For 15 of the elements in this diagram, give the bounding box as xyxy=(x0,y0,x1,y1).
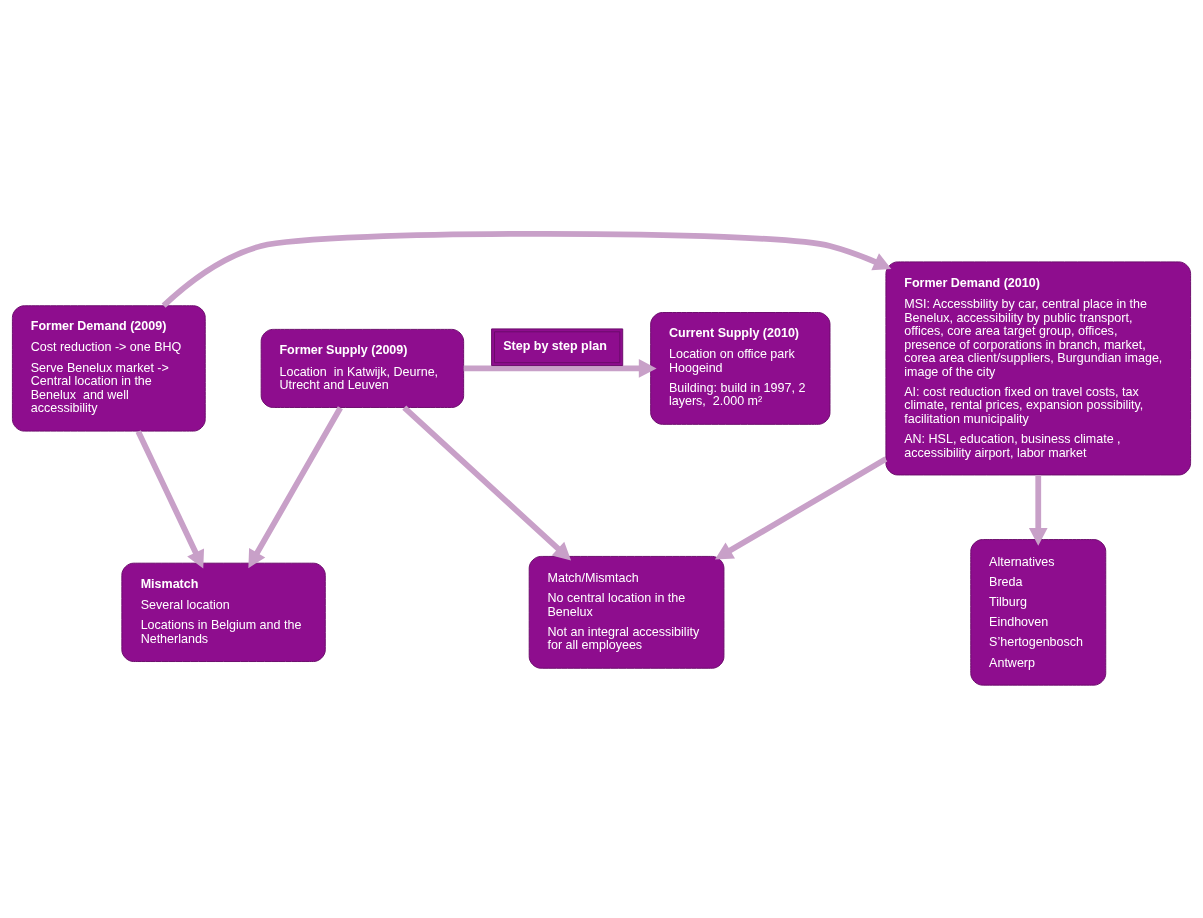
node-box: Current Supply (2010) Location on office park Hoogeind Building: build in 1997, 2 layers, 2.000 m² xyxy=(650,311,831,425)
arrow xyxy=(714,456,888,559)
node-box: Former Demand (2010) MSI: Accessbility by car, central place in the Benelux, accessibility by public transport, offices, core area target group, offices, presence of corporations in branch, market, corea area client/suppliers, Burgundian image, image of the city AI: cost reduction fixed on travel costs, tax climate, rental prices, expansion possibility, facilitation municipality AN: HSL, education, business climate , accessibility airport, labor market xyxy=(885,260,1192,475)
arrow xyxy=(135,429,205,568)
node-box: Match/Mismtach No central location in the Benelux Not an integral accessibility for all employees xyxy=(528,555,725,669)
arrow xyxy=(248,405,343,568)
node-box: Former Supply (2009) Location in Katwijk, Deurne, Utrecht and Leuven xyxy=(260,328,465,408)
node-box: Alternatives Breda Tilburg Eindhoven S’hertogenbosch Antwerp xyxy=(970,538,1107,686)
edge-label: Step by step plan xyxy=(503,338,607,353)
node-box: Mismatch Several location Locations in Belgium and the Netherlands xyxy=(121,562,326,662)
arrow xyxy=(463,358,657,378)
arrow xyxy=(161,230,892,308)
arrow xyxy=(1028,474,1048,546)
node-box: Former Demand (2009) Cost reduction -> one BHQ Serve Benelux market -> Central location in the Benelux and well accessibility xyxy=(11,304,206,432)
arrow xyxy=(402,405,572,561)
